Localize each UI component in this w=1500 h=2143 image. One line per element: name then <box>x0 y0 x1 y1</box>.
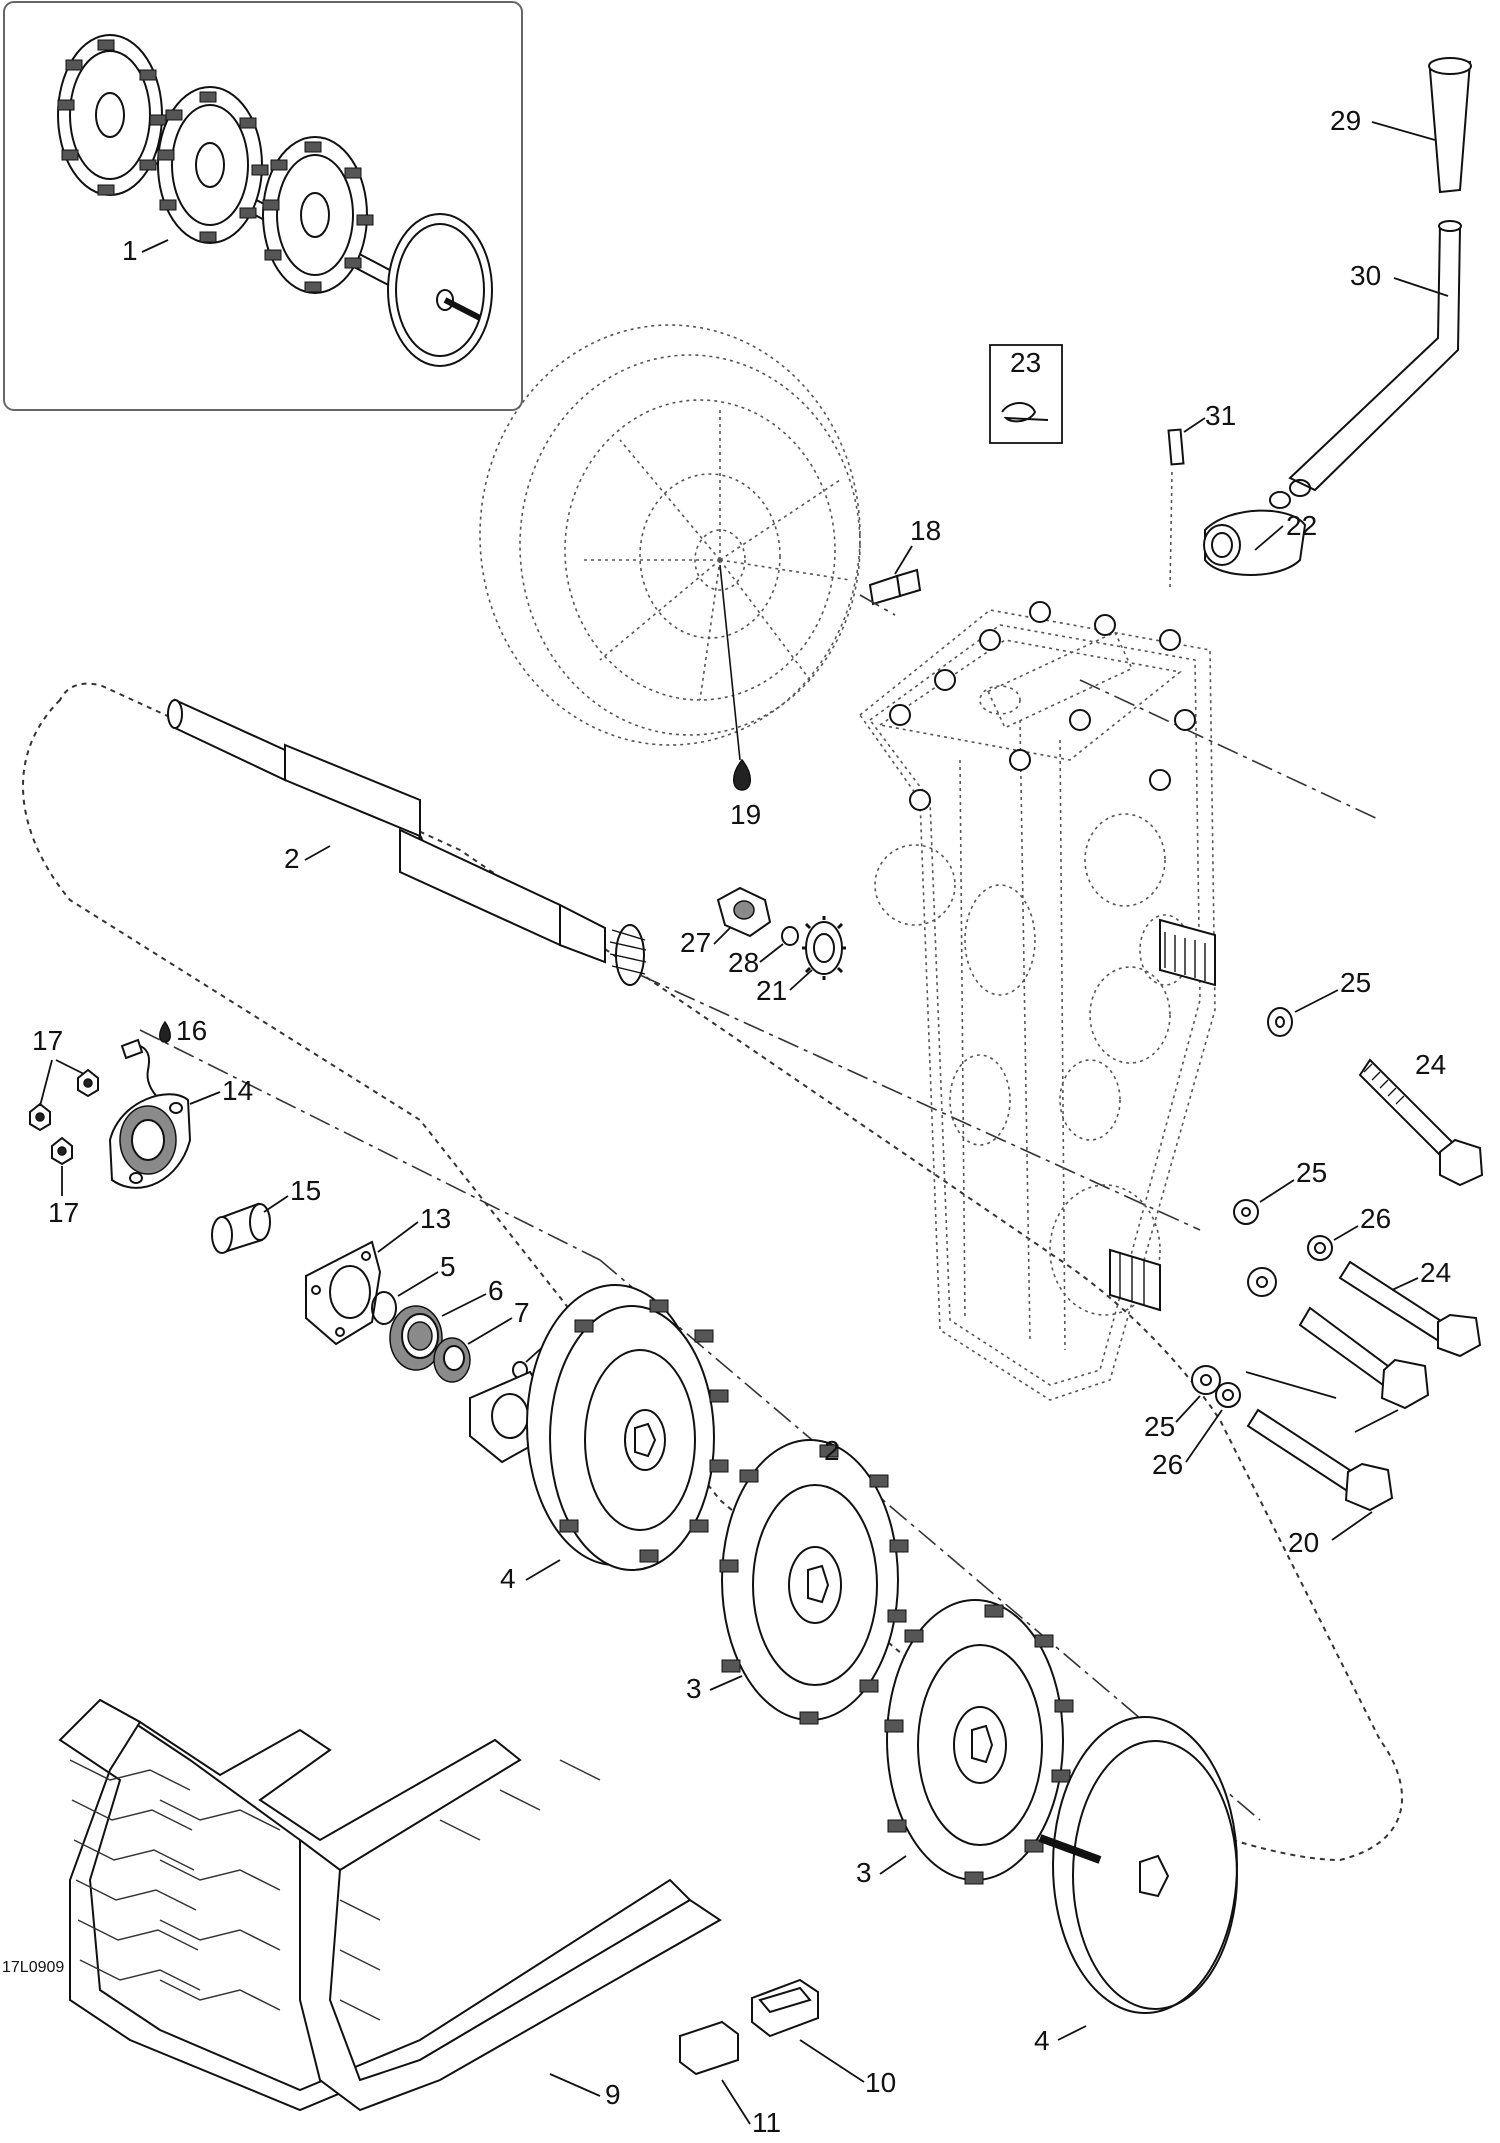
roll-pin <box>1167 428 1185 591</box>
lock-washer-26a <box>1307 1235 1333 1261</box>
callout-3a: 3 <box>686 1673 702 1704</box>
inset-sprocket-3 <box>262 136 374 294</box>
end-wheel-4a <box>526 1284 729 1571</box>
gearbox-bolts <box>889 601 1196 811</box>
callout-1: 1 <box>122 235 138 266</box>
callout-22: 22 <box>1286 510 1317 541</box>
callout-16: 16 <box>176 1015 207 1046</box>
callout-14: 14 <box>222 1075 253 1106</box>
callout-26b: 26 <box>1152 1449 1183 1480</box>
callout-11: 11 <box>752 2107 781 2138</box>
callout-17b: 17 <box>48 1197 79 1228</box>
callout-9: 9 <box>605 2079 621 2110</box>
gearbox-spline-upper <box>1159 918 1216 987</box>
nut-17b <box>29 1102 51 1132</box>
callout-10: 10 <box>865 2067 896 2098</box>
bolt-24c <box>1298 1306 1430 1410</box>
axis-upper <box>639 974 1201 1231</box>
washer-25d <box>1191 1365 1221 1395</box>
gearbox-spline-lower <box>1109 1248 1161 1312</box>
callout-23: 23 <box>1010 347 1041 378</box>
callout-4b: 4 <box>1034 2025 1050 2056</box>
drive-shaft <box>167 698 647 986</box>
axis-gearbox-upper <box>1079 679 1381 821</box>
callout-6: 6 <box>488 1275 504 1306</box>
callout-15: 15 <box>290 1175 321 1206</box>
callout-30: 30 <box>1350 260 1381 291</box>
nut-17a <box>77 1068 99 1098</box>
crank-lever <box>1269 220 1462 509</box>
callout-20: 20 <box>1288 1527 1319 1558</box>
ghost-wheel <box>479 324 861 746</box>
callout-13: 13 <box>420 1203 451 1234</box>
nut-17c <box>51 1136 73 1166</box>
callout-19: 19 <box>730 799 761 830</box>
bolt-24b <box>1338 1260 1482 1358</box>
callout-21: 21 <box>756 975 787 1006</box>
axis-left <box>139 1029 601 1261</box>
callout-4a: 4 <box>500 1563 516 1594</box>
crank-hub <box>1203 509 1307 576</box>
axis-lower <box>599 1259 1261 1821</box>
clip-11 <box>679 2020 739 2076</box>
callout-18: 18 <box>910 515 941 546</box>
track-outline-ghost <box>22 682 1404 1862</box>
inset-end-wheel <box>387 213 493 367</box>
washer-25a <box>1267 1007 1293 1037</box>
bolt-24a <box>1358 1058 1484 1187</box>
inset-sprocket-2 <box>157 86 269 244</box>
callout-17a: 17 <box>32 1025 63 1056</box>
lock-washer-26b <box>1215 1382 1241 1408</box>
gear-21 <box>802 916 846 980</box>
callout-25c: 25 <box>1144 1411 1175 1442</box>
snap-ring-5 <box>371 1291 397 1325</box>
sprocket-3b <box>884 1599 1074 1885</box>
callout-26a: 26 <box>1360 1203 1391 1234</box>
bearing-flange-14 <box>108 1093 192 1189</box>
bolt-20 <box>1246 1408 1394 1512</box>
clip-10 <box>751 1978 819 2038</box>
washer-25c <box>1247 1267 1277 1297</box>
callout-29: 29 <box>1330 105 1361 136</box>
plate-13 <box>305 1240 382 1346</box>
callout-24b: 24 <box>1420 1257 1451 1288</box>
callout-2b: 2 <box>824 1435 840 1466</box>
clip-box <box>989 344 1063 444</box>
callout-31: 31 <box>1205 400 1236 431</box>
track-belt <box>58 1698 722 2112</box>
callout-25a: 25 <box>1340 967 1371 998</box>
callout-24a: 24 <box>1415 1049 1446 1080</box>
o-ring-28 <box>781 926 799 946</box>
callout-7: 7 <box>514 1297 530 1328</box>
callout-5: 5 <box>440 1251 456 1282</box>
callout-3b: 3 <box>856 1857 872 1888</box>
callout-27: 27 <box>680 927 711 958</box>
grease-point-19 <box>719 564 751 791</box>
callout-25b: 25 <box>1296 1157 1327 1188</box>
grease-fitting-16 <box>120 1020 171 1101</box>
clip-frame <box>989 344 1063 444</box>
end-wheel-4b <box>1038 1716 1238 2014</box>
diagram-code: 17L0909 <box>2 1959 64 1976</box>
nut-27 <box>716 886 772 938</box>
inset-assembly: 1 <box>3 1 523 411</box>
key <box>859 568 922 616</box>
seal-7 <box>433 1337 471 1383</box>
sprocket-3a <box>719 1439 909 1725</box>
bushing-15 <box>211 1202 271 1254</box>
inset-sprocket-1 <box>57 34 167 196</box>
gearbox-housing <box>858 601 1216 1401</box>
bearing-6 <box>389 1305 443 1371</box>
washer-25b <box>1233 1199 1259 1225</box>
handle-grip <box>1428 57 1472 194</box>
callout-28: 28 <box>728 947 759 978</box>
callout-2a: 2 <box>284 843 300 874</box>
